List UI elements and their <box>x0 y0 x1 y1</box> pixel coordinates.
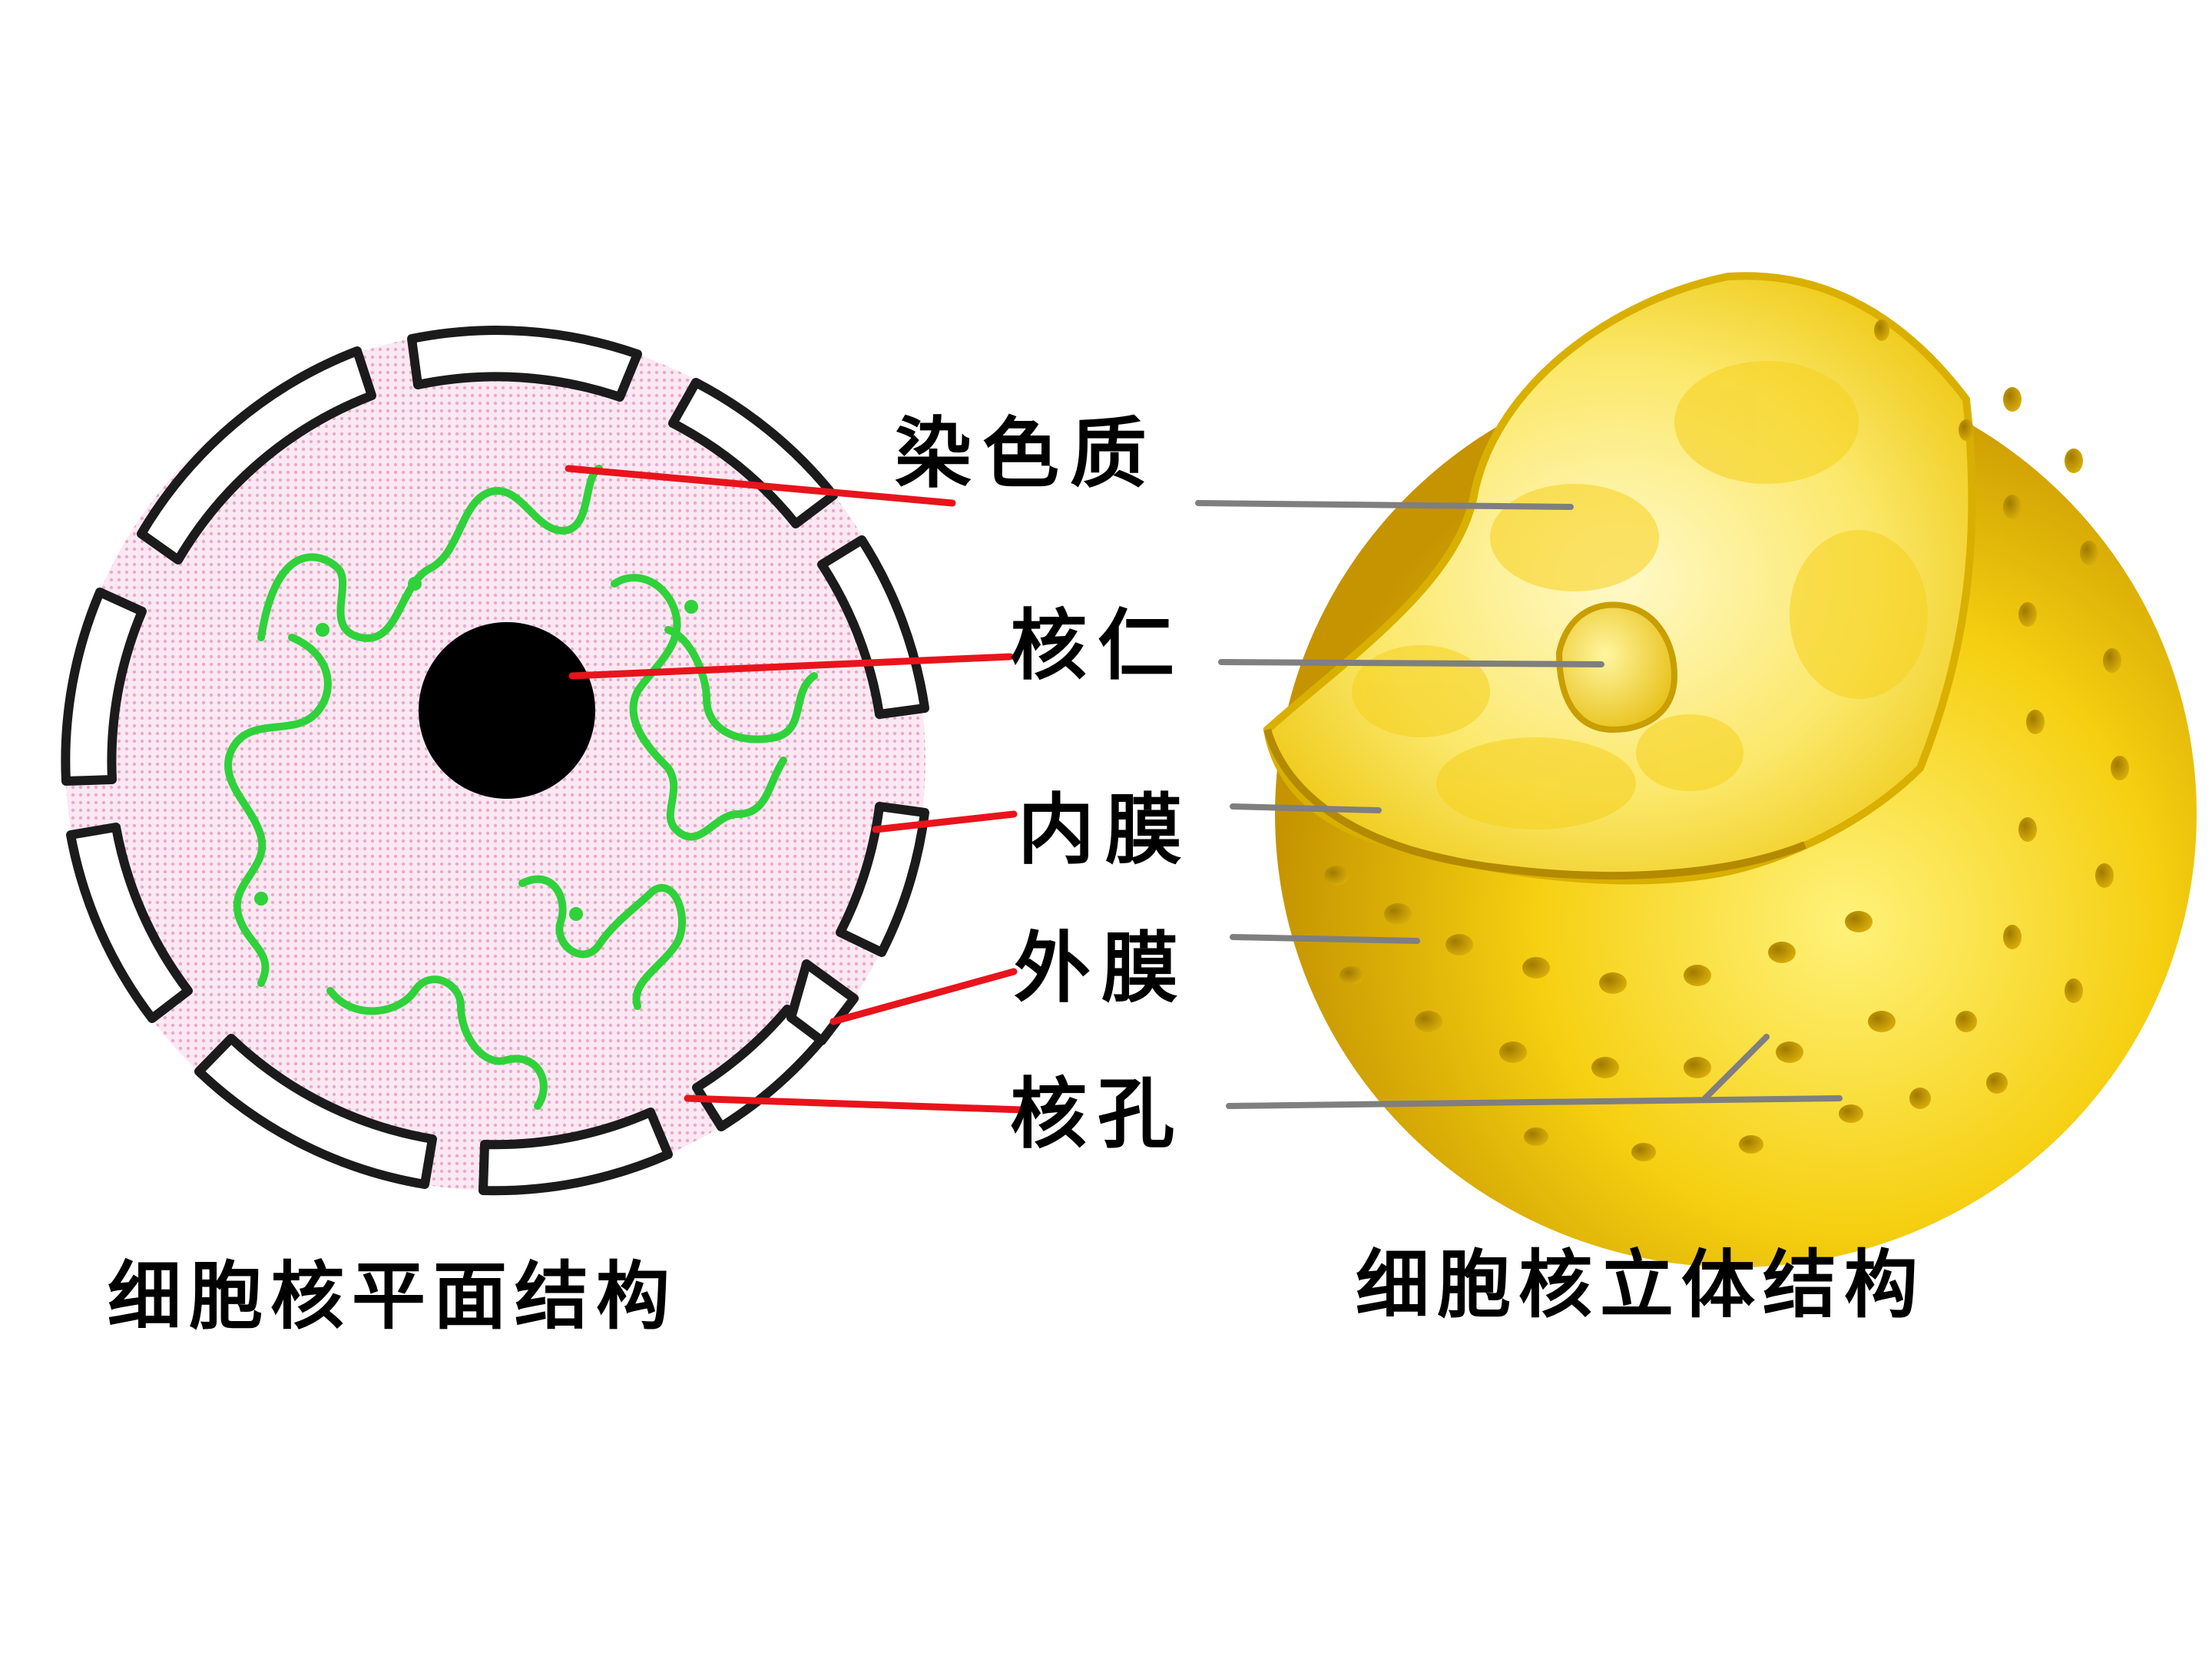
pore <box>1909 1088 1931 1109</box>
inner-membrane-leader <box>872 810 1018 833</box>
pore <box>1959 419 1974 441</box>
chromatin-strand <box>257 465 603 642</box>
caption-planar: 细胞核平面结构 <box>108 1253 677 1339</box>
envelope-segment <box>61 588 147 786</box>
pore <box>2103 648 2121 673</box>
chromatin-knot <box>684 600 698 614</box>
pore <box>2065 449 2083 473</box>
pore <box>1524 1128 1548 1146</box>
pore <box>1339 966 1364 985</box>
pore <box>1874 320 1889 341</box>
pore <box>1591 1057 1619 1078</box>
nucleolus-leader <box>568 653 1014 680</box>
envelope-segment <box>407 326 642 402</box>
pore <box>1684 1057 1711 1078</box>
label-outer-membrane: 外膜 <box>1014 922 1189 1013</box>
chromatin-knot <box>254 892 268 906</box>
planar-nucleolus <box>419 622 595 799</box>
pore <box>1986 1072 2008 1094</box>
nuclear-pore-leader <box>684 1094 1025 1114</box>
chromatin-knot <box>316 623 329 637</box>
envelope-segment <box>137 346 376 565</box>
chromatin-strand <box>518 875 686 1010</box>
pore <box>2003 925 2022 949</box>
pore <box>1845 911 1873 932</box>
pore <box>2003 495 2022 519</box>
label-chromatin: 染色质 <box>895 408 1157 498</box>
inner-membrane-leader-3d <box>1230 803 1382 813</box>
pore <box>1955 1011 1977 1032</box>
pore <box>1522 957 1550 979</box>
pore <box>2095 863 2114 888</box>
nuclear-pore-leader-3d <box>1226 1095 1843 1109</box>
envelope-segment <box>478 1108 673 1196</box>
stereo-nucleolus <box>1555 601 1678 733</box>
chromatin-strand <box>664 626 818 743</box>
pore <box>1776 1041 1803 1063</box>
pore <box>2003 387 2022 412</box>
planar-nucleus <box>61 326 929 1196</box>
pore <box>1599 972 1627 994</box>
nuclear-envelope-segments <box>61 326 929 1196</box>
label-nucleolus: 核仁 <box>1010 600 1185 690</box>
pore <box>2111 756 2129 780</box>
envelope-segment <box>66 823 193 1023</box>
pore <box>1739 1135 1763 1154</box>
chromatin-knot <box>569 907 583 921</box>
nucleolus-leader-3d <box>1218 659 1604 667</box>
chromatin-strand <box>611 574 787 841</box>
nuclear-pore-branch-3d <box>1702 1034 1770 1101</box>
envelope-rim <box>1263 728 1806 879</box>
pore <box>1868 1011 1896 1032</box>
chromatin-leader <box>565 465 956 507</box>
pore <box>1324 866 1349 886</box>
chromatin-strand <box>326 975 548 1110</box>
envelope-segment <box>194 1034 437 1189</box>
label-nuclear-pore: 核孔 <box>1010 1068 1185 1159</box>
planar-leader-lines <box>565 465 1025 1114</box>
cutaway-blotches <box>1352 361 1928 830</box>
envelope-segment <box>817 535 929 719</box>
chromatin-knot <box>408 577 422 591</box>
chromatin-strands <box>224 465 818 1110</box>
caption-stereo: 细胞核立体结构 <box>1356 1241 1926 1328</box>
label-inner-membrane: 内膜 <box>1018 784 1193 875</box>
surface-pores <box>1324 320 2129 1161</box>
pore <box>1684 965 1711 986</box>
pore <box>2026 710 2045 734</box>
pore <box>2080 541 2098 565</box>
pore <box>2065 979 2083 1003</box>
pore <box>1839 1104 1863 1123</box>
pore <box>1499 1041 1527 1063</box>
outer-membrane-leader-3d <box>1230 934 1420 944</box>
chromatin-leader-3d <box>1195 500 1574 510</box>
pore <box>1768 942 1796 963</box>
pore <box>1631 1143 1656 1161</box>
pore <box>1445 934 1473 955</box>
pore <box>2018 817 2037 842</box>
chromatin-knots <box>254 577 698 921</box>
nuclear-pore-segment <box>786 959 859 1045</box>
pore <box>1415 1011 1442 1032</box>
envelope-segment <box>836 802 929 957</box>
stereo-nucleus <box>1263 272 2197 1267</box>
outer-membrane-leader <box>830 968 1018 1025</box>
chromatin-strand <box>224 634 332 987</box>
pore <box>2018 602 2037 627</box>
pore <box>1384 903 1412 925</box>
stereo-leader-lines <box>1195 500 1843 1109</box>
